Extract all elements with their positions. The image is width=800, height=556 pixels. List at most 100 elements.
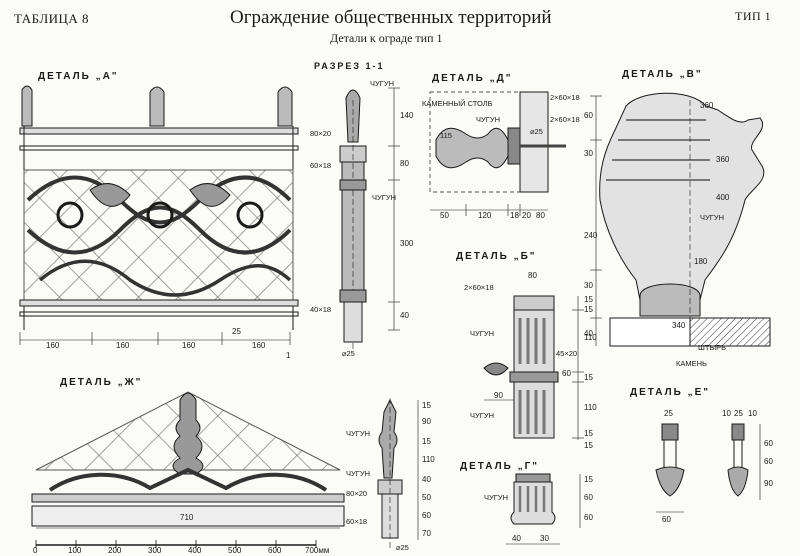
b-dim-6: 15 [584, 429, 593, 438]
g-dim-2: 60 [584, 493, 593, 502]
sec-label-4: ЧУГУН [372, 193, 397, 202]
sheet-subtitle: Детали к ограде тип 1 [330, 31, 443, 45]
v-dim-side-6: 40 [584, 329, 593, 338]
zh-label-3: 80×20 [346, 489, 368, 498]
dim-a-4: 160 [252, 341, 266, 350]
sec-label-5: 40×18 [310, 305, 332, 314]
e-label-4: 10 [748, 409, 757, 418]
sec-label-1: ЧУГУН [370, 79, 395, 88]
b-dim-3: 110 [584, 333, 597, 342]
v-label-2: 340 [672, 321, 686, 330]
d-dim-3: 18 [510, 211, 519, 220]
section-label: РАЗРЕЗ 1-1 [314, 61, 385, 71]
v-dim-top-2: 360 [716, 155, 730, 164]
zh-label-6: 710 [180, 513, 194, 522]
detail-v-vase [590, 92, 771, 347]
detail-d-label: ДЕТАЛЬ „Д" [432, 73, 513, 84]
e-label-5: 60 [662, 515, 671, 524]
sec-dim-2: 80 [400, 159, 409, 168]
b-dim-4: 15 [584, 373, 593, 382]
b-label-6: 90 [494, 391, 503, 400]
g-label-1: ЧУГУН [484, 493, 509, 502]
d-label-5: ⌀25 [530, 127, 543, 136]
detail-g [506, 473, 581, 545]
d-label-2: ЧУГУН [476, 115, 501, 124]
detail-zh-label: ДЕТАЛЬ „Ж" [60, 377, 143, 388]
dim-a-1: 160 [46, 341, 60, 350]
v-label-3: ШТЫРЬ [698, 343, 727, 352]
zh-dim-7: 60 [422, 511, 431, 520]
sec-label-6: ⌀25 [342, 349, 355, 358]
scale-400: 400 [188, 546, 202, 555]
b-dim-1: 15 [584, 295, 593, 304]
d-dim-5: 80 [536, 211, 545, 220]
b-label-4: 45×20 [556, 349, 578, 358]
dim-a-2: 160 [116, 341, 130, 350]
table-label: ТАБЛИЦА 8 [14, 11, 90, 26]
detail-v-label: ДЕТАЛЬ „В" [622, 69, 703, 80]
zh-dim-4: 110 [422, 455, 435, 464]
zh-label-5: ⌀25 [396, 543, 409, 552]
d-dim-2: 120 [478, 211, 492, 220]
g-dim-3: 60 [584, 513, 593, 522]
detail-e-label: ДЕТАЛЬ „Е" [630, 387, 711, 398]
v-dim-side-2: 30 [584, 149, 593, 158]
section-mark: 1 [286, 351, 291, 360]
e-label-2: 10 [722, 409, 731, 418]
finials [21, 85, 293, 127]
e-dim-2: 60 [764, 457, 773, 466]
detail-b [483, 295, 584, 440]
v-dim-top-1: 360 [700, 101, 714, 110]
zh-dim-3: 15 [422, 437, 431, 446]
b-label-5: ЧУГУН [470, 411, 495, 420]
scale-0: 0 [33, 546, 38, 555]
scale-300: 300 [148, 546, 162, 555]
zh-label-2: ЧУГУН [346, 469, 371, 478]
e-dim-1: 60 [764, 439, 773, 448]
e-label-3: 25 [734, 409, 743, 418]
d-label-1: КАМЕННЫЙ СТОЛБ [422, 99, 493, 108]
scale-200: 200 [108, 546, 122, 555]
b-label-2: 2×60×18 [464, 283, 494, 292]
zh-dim-8: 70 [422, 529, 431, 538]
b-dim-2: 15 [584, 305, 593, 314]
sheet-title: Ограждение общественных территорий [230, 7, 552, 28]
detail-g-label: ДЕТАЛЬ „Г" [460, 461, 540, 472]
sec-dim-4: 40 [400, 311, 409, 320]
v-dim-side-5: 30 [584, 281, 593, 290]
zh-dim-5: 40 [422, 475, 431, 484]
zh-label-4: 60×18 [346, 517, 368, 526]
scale-100: 100 [68, 546, 82, 555]
detail-a-fence-panel [19, 85, 299, 345]
type-label: ТИП 1 [735, 9, 772, 23]
detail-a-label: ДЕТАЛЬ „А" [38, 71, 119, 82]
b-dim-7: 60 [562, 369, 571, 378]
scale-600: 600 [268, 546, 282, 555]
b-dim-8: 15 [584, 441, 593, 450]
detail-zh-pediment [31, 391, 419, 548]
g-label-3: 30 [540, 534, 549, 543]
v-dim-side-1: 60 [584, 111, 593, 120]
e-label-1: 25 [664, 409, 673, 418]
dim-a-5: 25 [232, 327, 241, 336]
g-label-2: 40 [512, 534, 521, 543]
sec-label-3: 60×18 [310, 161, 332, 170]
section-1-1 [339, 87, 400, 350]
sec-label-2: 80×20 [310, 129, 332, 138]
zh-dim-6: 50 [422, 493, 431, 502]
sec-dim-3: 300 [400, 239, 414, 248]
b-label-3: ЧУГУН [470, 329, 495, 338]
v-dim-top-3: 400 [716, 193, 730, 202]
zh-dim-2: 90 [422, 417, 431, 426]
g-dim-1: 15 [584, 475, 593, 484]
v-dim-side-3: 240 [584, 231, 598, 240]
d-dim-1: 50 [440, 211, 449, 220]
scale-700: 700мм [305, 546, 330, 555]
detail-e [655, 423, 761, 513]
d-label-6: 115 [440, 131, 452, 140]
d-dim-4: 20 [522, 211, 531, 220]
dim-a-3: 160 [182, 341, 196, 350]
detail-d [429, 91, 566, 216]
